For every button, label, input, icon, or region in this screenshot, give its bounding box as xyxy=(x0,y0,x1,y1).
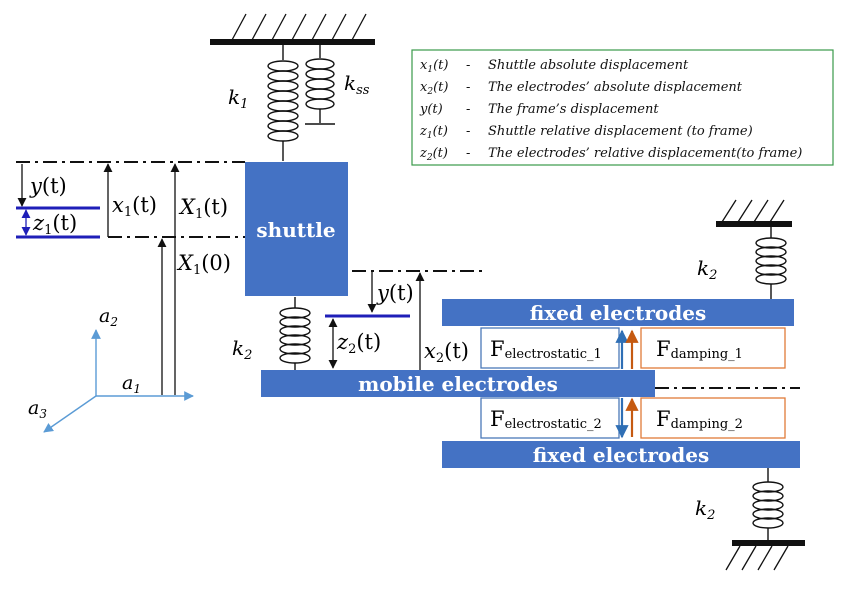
label-k2-shuttle: k2 xyxy=(232,336,252,363)
shuttle-block: shuttle xyxy=(245,162,348,296)
mobile-electrodes: mobile electrodes xyxy=(261,370,655,397)
shuttle-label: shuttle xyxy=(256,218,335,242)
fixed-electrodes-bottom-label: fixed electrodes xyxy=(533,443,709,467)
label-k2-bottom: k2 xyxy=(695,496,715,523)
label-a3: a3 xyxy=(28,397,47,421)
legend-row-2: x2(t)-The electrodes’ absolute displacem… xyxy=(420,80,743,97)
label-z2: z2(t) xyxy=(336,330,381,357)
anchor-top xyxy=(210,13,375,45)
legend-row-1: x1(t)-Shuttle absolute displacement xyxy=(420,58,689,75)
spring-k2-bottom xyxy=(752,468,784,540)
fixed-electrodes-top: fixed electrodes xyxy=(442,299,794,326)
force-arrows xyxy=(615,329,639,439)
label-x2: x2(t) xyxy=(424,339,469,366)
spring-k2-shuttle xyxy=(279,297,311,370)
force-damping-1-box xyxy=(640,327,786,369)
spring-kss xyxy=(305,45,335,125)
mobile-electrodes-label: mobile electrodes xyxy=(358,372,558,396)
coordinate-axes xyxy=(43,329,194,433)
force-electrostatic-1-box xyxy=(480,327,620,369)
label-a1: a1 xyxy=(122,372,141,396)
label-y-left: y(t) xyxy=(29,174,67,198)
label-fd1: Fdamping_1 xyxy=(656,337,743,362)
legend-box: x1(t)-Shuttle absolute displacement x2(t… xyxy=(411,49,834,166)
anchor-right-top xyxy=(716,199,792,227)
spring-k2-top xyxy=(755,227,787,299)
left-displacements xyxy=(16,163,180,395)
force-damping-2-box xyxy=(640,397,786,439)
fixed-electrodes-bottom: fixed electrodes xyxy=(442,441,800,468)
label-fe1: Felectrostatic_1 xyxy=(490,337,602,362)
label-k1: k1 xyxy=(228,85,248,112)
label-z1: z1(t) xyxy=(32,211,77,238)
label-fd2: Fdamping_2 xyxy=(656,407,743,432)
legend-row-4: z1(t)-Shuttle relative displacement (to … xyxy=(419,124,753,141)
spring-k1 xyxy=(267,45,299,161)
label-X10: X1(0) xyxy=(176,251,231,278)
label-fe2: Felectrostatic_2 xyxy=(490,407,602,432)
anchor-right-bottom xyxy=(725,540,805,571)
middle-displacements xyxy=(325,271,425,370)
legend-row-3: y(t)-The frame’s displacement xyxy=(419,102,659,117)
label-a2: a2 xyxy=(99,305,118,329)
force-electrostatic-2-box xyxy=(480,397,620,439)
label-k2-top: k2 xyxy=(697,256,717,283)
label-x1: x1(t) xyxy=(112,193,157,220)
fixed-electrodes-top-label: fixed electrodes xyxy=(530,301,706,325)
label-y-mid: y(t) xyxy=(376,281,414,305)
label-X1t: X1(t) xyxy=(178,195,228,222)
legend-row-5: z2(t)-The electrodes’ relative displacem… xyxy=(419,146,802,163)
label-kss: kss xyxy=(344,71,370,98)
